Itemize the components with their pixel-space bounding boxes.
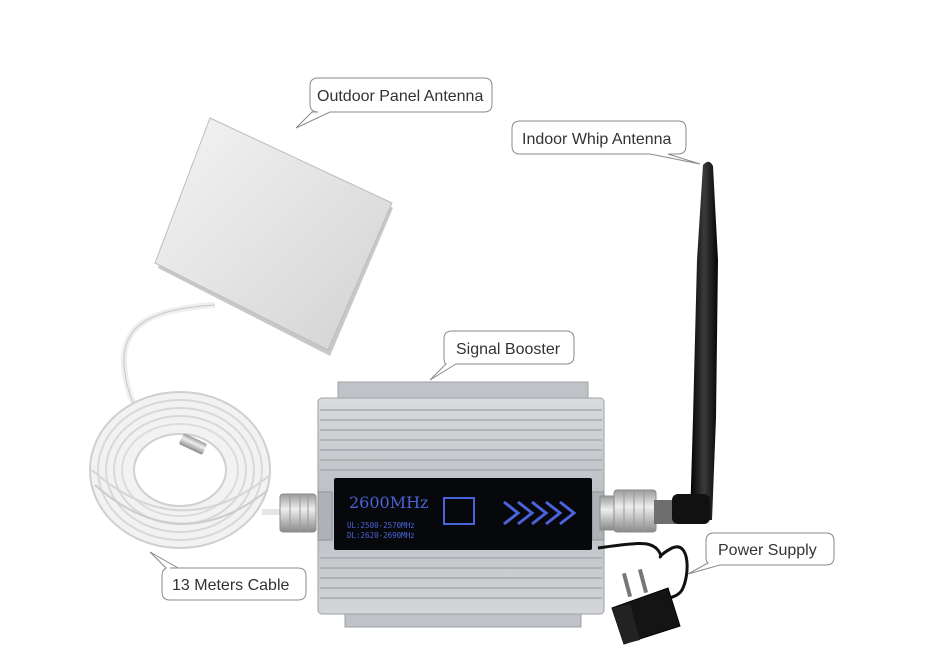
cable-coil: [89, 391, 271, 549]
callout-signal-booster-label: Signal Booster: [456, 341, 561, 358]
callout-indoor-antenna: Indoor Whip Antenna: [511, 120, 701, 165]
signal-strength-chevrons: [503, 500, 577, 526]
display-uplink: UL:2500-2570MHz: [347, 521, 415, 530]
power-adapter: [611, 568, 681, 645]
callout-indoor-antenna-label: Indoor Whip Antenna: [522, 131, 672, 148]
display-frequency: 2600MHz: [349, 493, 428, 512]
callout-power-supply-label: Power Supply: [718, 542, 817, 559]
callout-outdoor-antenna-label: Outdoor Panel Antenna: [317, 88, 483, 105]
indoor-whip-antenna: [672, 161, 718, 524]
outdoor-panel-antenna: [154, 117, 393, 356]
right-connector: [599, 489, 676, 533]
booster-display: [334, 478, 592, 550]
display-indicator-window: [443, 497, 475, 525]
signal-booster: 2600MHz UL:2500-2570MHz DL:2620-2690MHz: [317, 381, 605, 628]
callout-cable-label: 13 Meters Cable: [172, 577, 289, 594]
callout-outdoor-antenna: Outdoor Panel Antenna: [295, 77, 493, 129]
display-downlink: DL:2620-2690MHz: [347, 531, 415, 540]
callout-power-supply: Power Supply: [687, 532, 835, 575]
callout-cable: 13 Meters Cable: [149, 551, 307, 601]
callout-signal-booster: Signal Booster: [429, 330, 575, 381]
left-connector: [279, 493, 317, 533]
power-cable: [597, 542, 689, 604]
